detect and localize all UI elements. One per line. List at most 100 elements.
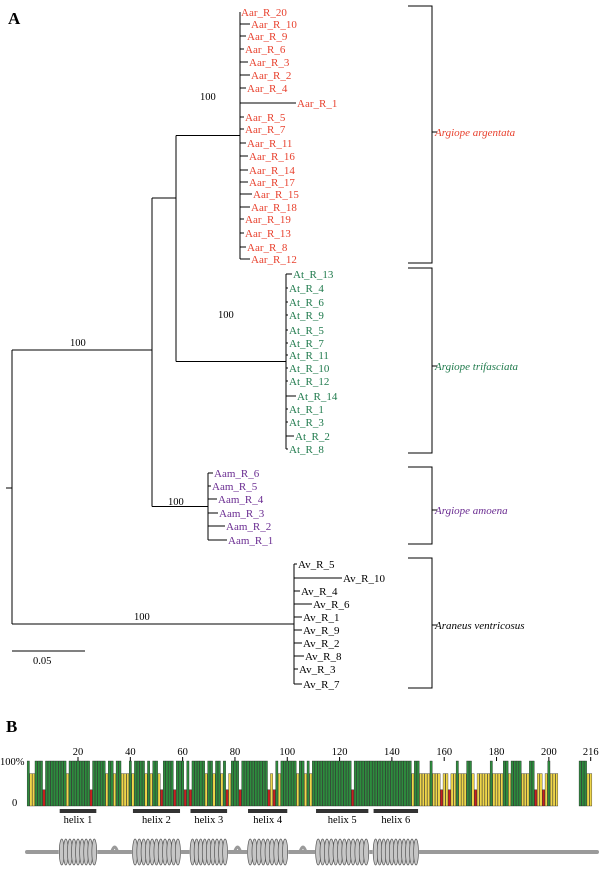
conservation-bar xyxy=(246,760,250,807)
bootstrap-label: 100 xyxy=(168,497,184,508)
conservation-bar xyxy=(63,760,67,807)
conservation-bar xyxy=(40,760,43,807)
helix-label: helix 3 xyxy=(194,815,223,826)
leaf-label: Aam_R_2 xyxy=(226,521,271,533)
conservation-bar xyxy=(196,760,200,807)
conservation-bar xyxy=(128,760,132,807)
conservation-bar xyxy=(369,760,373,807)
conservation-bar xyxy=(121,773,124,807)
conservation-bar xyxy=(26,760,30,807)
conservation-bar xyxy=(189,789,192,807)
leaf-label: At_R_14 xyxy=(297,391,338,403)
conservation-bar xyxy=(162,760,166,807)
conservation-bar xyxy=(181,760,184,807)
leaf-label: Av_R_6 xyxy=(313,599,350,611)
leaf-label: Aar_R_15 xyxy=(253,189,299,201)
leaf-label: At_R_5 xyxy=(289,325,324,337)
conservation-bar xyxy=(503,760,506,807)
conservation-bar xyxy=(387,760,391,807)
conservation-bar xyxy=(110,760,114,807)
conservation-bar xyxy=(87,760,90,807)
conservation-bar xyxy=(356,760,360,807)
loop-turn xyxy=(298,845,308,853)
conservation-bar xyxy=(333,760,336,807)
helix-label: helix 4 xyxy=(253,815,283,826)
x-tick-label: 40 xyxy=(125,747,136,758)
conservation-bar xyxy=(335,760,339,807)
clade-label: Araneus ventricosus xyxy=(434,620,525,632)
conservation-bar xyxy=(66,773,69,807)
leaf-label: Av_R_2 xyxy=(303,638,339,650)
leaf-label: Av_R_7 xyxy=(303,679,340,691)
leaf-label: At_R_4 xyxy=(289,283,324,295)
helix-label: helix 6 xyxy=(381,815,410,826)
leaf-label: Aar_R_11 xyxy=(247,138,292,150)
conservation-bar xyxy=(254,760,258,807)
conservation-bar xyxy=(385,760,388,807)
conservation-bar xyxy=(74,760,77,807)
conservation-bar xyxy=(191,760,195,807)
conservation-bar xyxy=(115,760,119,807)
conservation-bar xyxy=(348,760,352,807)
panel-b-label: B xyxy=(6,717,17,736)
conservation-bar xyxy=(589,773,593,807)
conservation-bar xyxy=(79,760,82,807)
conservation-bar xyxy=(474,789,477,807)
conservation-bar xyxy=(280,760,284,807)
leaf-label: Aar_R_12 xyxy=(251,254,297,266)
helix-label: helix 2 xyxy=(142,815,171,826)
conservation-bar xyxy=(251,760,255,807)
conservation-bar xyxy=(97,760,101,807)
conservation-bar xyxy=(508,773,511,807)
leaf-label: Aam_R_4 xyxy=(218,494,264,506)
conservation-bar xyxy=(47,760,51,807)
conservation-bar xyxy=(265,760,268,807)
leaf-label: At_R_6 xyxy=(289,297,324,309)
conservation-bar xyxy=(544,773,548,807)
clade-label: Argiope trifasciata xyxy=(434,361,519,373)
conservation-bar xyxy=(108,760,111,807)
conservation-bar xyxy=(492,773,496,807)
conservation-bar xyxy=(463,773,467,807)
conservation-bar xyxy=(317,760,320,807)
leaf-label: Aar_R_6 xyxy=(245,44,286,56)
conservation-bar xyxy=(126,773,130,807)
conservation-bar xyxy=(526,773,530,807)
conservation-bar xyxy=(257,760,260,807)
conservation-bar xyxy=(419,773,423,807)
helix-coil xyxy=(372,838,420,866)
leaf-label: Av_R_10 xyxy=(343,573,385,585)
bootstrap-label: 100 xyxy=(70,338,86,349)
conservation-bar xyxy=(343,760,347,807)
conservation-bar xyxy=(170,760,174,807)
x-tick-label: 216 xyxy=(583,747,599,758)
conservation-bar xyxy=(285,760,289,807)
conservation-bar xyxy=(340,760,344,807)
conservation-bar xyxy=(275,760,279,807)
conservation-bar xyxy=(288,760,292,807)
leaf-label: Aar_R_7 xyxy=(245,124,286,136)
conservation-bar xyxy=(147,760,150,807)
conservation-bar xyxy=(521,773,525,807)
panel-a-label: A xyxy=(8,9,21,28)
conservation-bar xyxy=(421,773,425,807)
conservation-bar xyxy=(448,789,451,807)
leaf-label: Aam_R_1 xyxy=(228,535,273,547)
conservation-bar xyxy=(262,760,266,807)
conservation-bar xyxy=(458,773,462,807)
conservation-bar xyxy=(523,773,527,807)
conservation-bar xyxy=(241,760,245,807)
leaf-label: Aar_R_10 xyxy=(251,19,297,31)
conservation-bar xyxy=(547,760,551,807)
conservation-bar xyxy=(550,773,553,807)
conservation-bar xyxy=(505,760,509,807)
helix-coil xyxy=(58,838,98,866)
conservation-bar xyxy=(435,773,438,807)
conservation-bar xyxy=(586,773,590,807)
conservation-bar xyxy=(84,760,88,807)
y-axis-top-label: 100% xyxy=(0,757,25,768)
conservation-bar xyxy=(537,773,540,807)
leaf-label: At_R_8 xyxy=(289,444,324,456)
leaf-label: Aar_R_17 xyxy=(249,177,295,189)
x-tick-label: 120 xyxy=(332,747,348,758)
